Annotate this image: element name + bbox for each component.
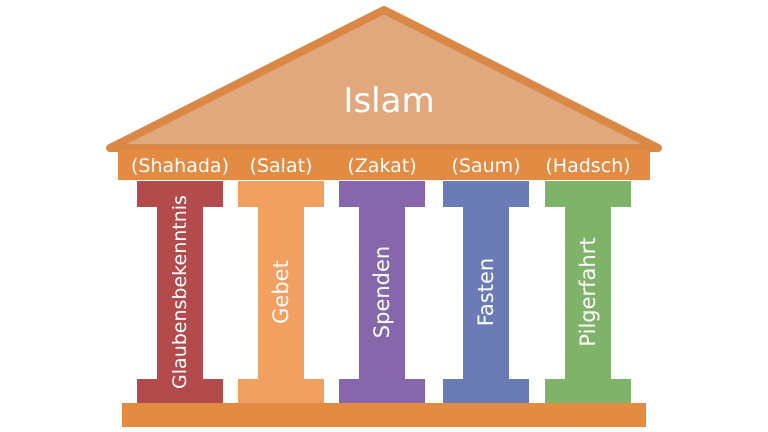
pillars-group: (Shahada)Glaubensbekenntnis(Salat)Gebet(… bbox=[131, 155, 631, 403]
temple-beam bbox=[118, 150, 650, 180]
temple-roof bbox=[106, 6, 662, 152]
temple-base bbox=[122, 403, 646, 427]
temple-title: Islam bbox=[343, 81, 434, 121]
pillar-arabic-name: (Salat) bbox=[250, 155, 313, 177]
pillar-3: (Zakat) Spenden bbox=[339, 155, 425, 403]
pillar-5: (Hadsch) Pilgerfahrt bbox=[545, 155, 631, 403]
pillar-1: (Shahada) Glaubensbekenntnis bbox=[131, 155, 229, 403]
pillar-arabic-name: (Hadsch) bbox=[545, 155, 630, 177]
pillar-shape bbox=[238, 181, 324, 403]
pillar-shape bbox=[137, 181, 223, 403]
pillar-label: Glaubensbekenntnis bbox=[169, 195, 191, 389]
pillar-shape bbox=[443, 181, 529, 403]
pillar-arabic-name: (Zakat) bbox=[347, 155, 416, 177]
pillar-arabic-name: (Shahada) bbox=[131, 155, 229, 177]
pillar-label: Gebet bbox=[269, 260, 293, 324]
pillar-label: Fasten bbox=[474, 258, 498, 326]
pillar-4: (Saum) Fasten bbox=[443, 155, 529, 403]
pillar-shape bbox=[339, 181, 425, 403]
pillar-label: Pilgerfahrt bbox=[576, 237, 600, 346]
pillar-arabic-name: (Saum) bbox=[451, 155, 520, 177]
pillar-label: Spenden bbox=[370, 246, 394, 338]
pillar-2: (Salat) Gebet bbox=[238, 155, 324, 403]
pillar-shape bbox=[545, 181, 631, 403]
